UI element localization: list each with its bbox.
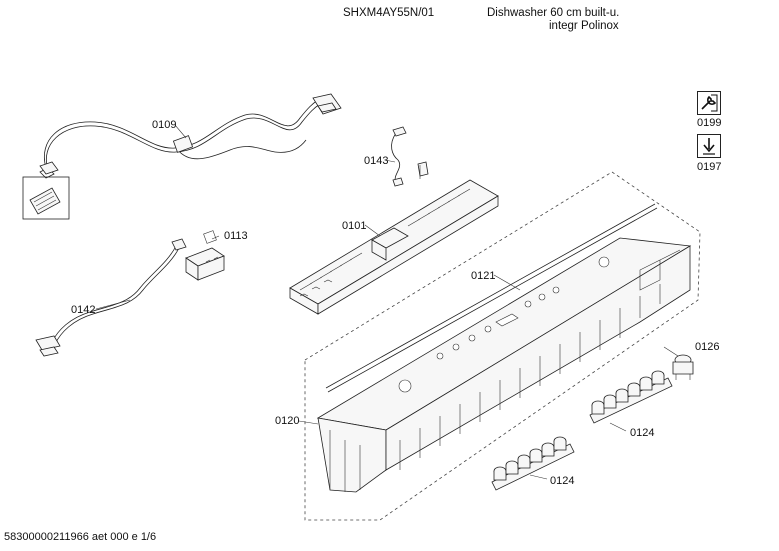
- button-body: [639, 381, 653, 391]
- button-body: [529, 453, 543, 463]
- button-body: [627, 387, 641, 397]
- button-body: [493, 471, 507, 481]
- button-body: [615, 393, 629, 403]
- label-0197: 0197: [697, 161, 722, 173]
- control-panel-fascia-0120: [316, 237, 692, 493]
- button-strip-0124-lower: [491, 436, 575, 491]
- label-0124-lower: 0124: [550, 475, 575, 487]
- tool-box-0199: [697, 91, 721, 115]
- button-0126: [672, 354, 694, 380]
- button-body: [541, 447, 555, 457]
- sensor-cable-0143: [391, 126, 429, 187]
- button-body: [603, 399, 617, 409]
- connector-0113: [185, 230, 225, 281]
- label-0199: 0199: [697, 117, 722, 129]
- label-0121: 0121: [471, 270, 496, 282]
- assembly-group-outline: [304, 171, 701, 521]
- label-0101: 0101: [342, 220, 367, 232]
- model-number: SHXM4AY55N/01: [343, 7, 435, 19]
- button-body: [651, 375, 665, 385]
- button-body: [553, 441, 567, 451]
- button-body: [505, 465, 519, 475]
- label-0120: 0120: [275, 415, 300, 427]
- button-body: [517, 459, 531, 469]
- tool-box-0197: [697, 134, 721, 158]
- seal-strip-0121: [325, 203, 656, 389]
- document-code: 58300000211966 aet 000 e 1/6: [4, 531, 157, 543]
- label-0109: 0109: [152, 119, 177, 131]
- button-body: [591, 405, 605, 415]
- arrow-down-icon: [703, 138, 715, 155]
- label-0113: 0113: [224, 230, 248, 242]
- wiring-harness-0109: [39, 93, 342, 179]
- description-line-1: Dishwasher 60 cm built-u.: [487, 7, 620, 19]
- label-0143: 0143: [364, 155, 389, 167]
- label-0126: 0126: [695, 341, 720, 353]
- cable-0142: [35, 238, 187, 357]
- label-0142: 0142: [71, 304, 96, 316]
- wrench-icon: [701, 94, 718, 112]
- description-line-2: integr Polinox: [549, 20, 619, 32]
- boxed-module: [22, 176, 70, 220]
- button-strip-0124-upper: [589, 370, 673, 424]
- leader-lines: [95, 124, 679, 480]
- electronic-module-0101: [289, 179, 499, 315]
- label-0124-upper: 0124: [630, 427, 655, 439]
